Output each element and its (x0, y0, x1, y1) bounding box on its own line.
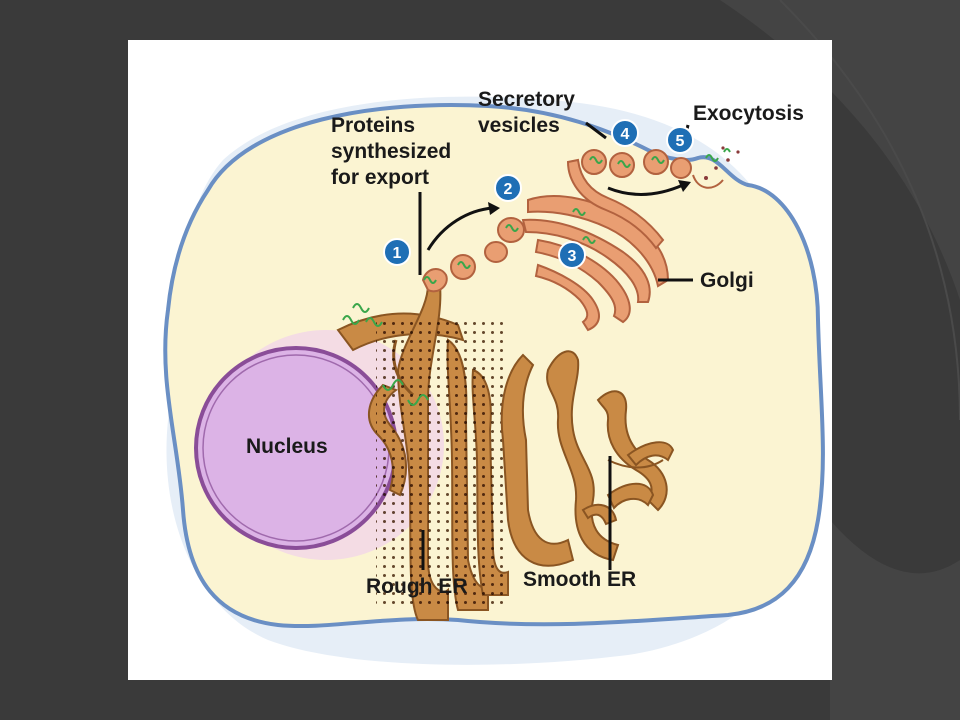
step-badge-4: 4 (611, 119, 639, 147)
exocytosis-site (692, 146, 740, 189)
svg-text:4: 4 (621, 126, 630, 143)
label-secretory-line1: Secretory (478, 88, 575, 111)
transport-arrows (426, 180, 691, 251)
svg-text:3: 3 (568, 248, 577, 265)
label-exocytosis: Exocytosis (693, 102, 804, 125)
label-proteins-line2: synthesized (331, 140, 451, 163)
label-smooth-er: Smooth ER (523, 568, 636, 591)
protein-strands (342, 148, 731, 406)
cell-secretion-diagram: 1 2 3 4 5 Proteins synthesized for expor… (163, 88, 825, 665)
label-rough-er: Rough ER (366, 575, 467, 598)
svg-text:2: 2 (504, 181, 513, 198)
label-proteins-line1: Proteins (331, 114, 415, 137)
step-badge-1: 1 (383, 238, 411, 266)
label-secretory-line2: vesicles (478, 114, 560, 137)
step-badge-5: 5 (666, 126, 694, 154)
label-proteins-line3: for export (331, 166, 429, 189)
svg-text:1: 1 (393, 245, 402, 262)
label-nucleus: Nucleus (246, 435, 328, 458)
secretory-vesicles (581, 149, 692, 179)
rough-er (336, 284, 509, 621)
step-badge-2: 2 (494, 174, 522, 202)
svg-text:5: 5 (676, 133, 685, 150)
step-badge-3: 3 (558, 241, 586, 269)
diagram-panel: 1 2 3 4 5 Proteins synthesized for expor… (128, 40, 832, 680)
smooth-er (500, 350, 675, 567)
label-golgi: Golgi (700, 269, 754, 292)
